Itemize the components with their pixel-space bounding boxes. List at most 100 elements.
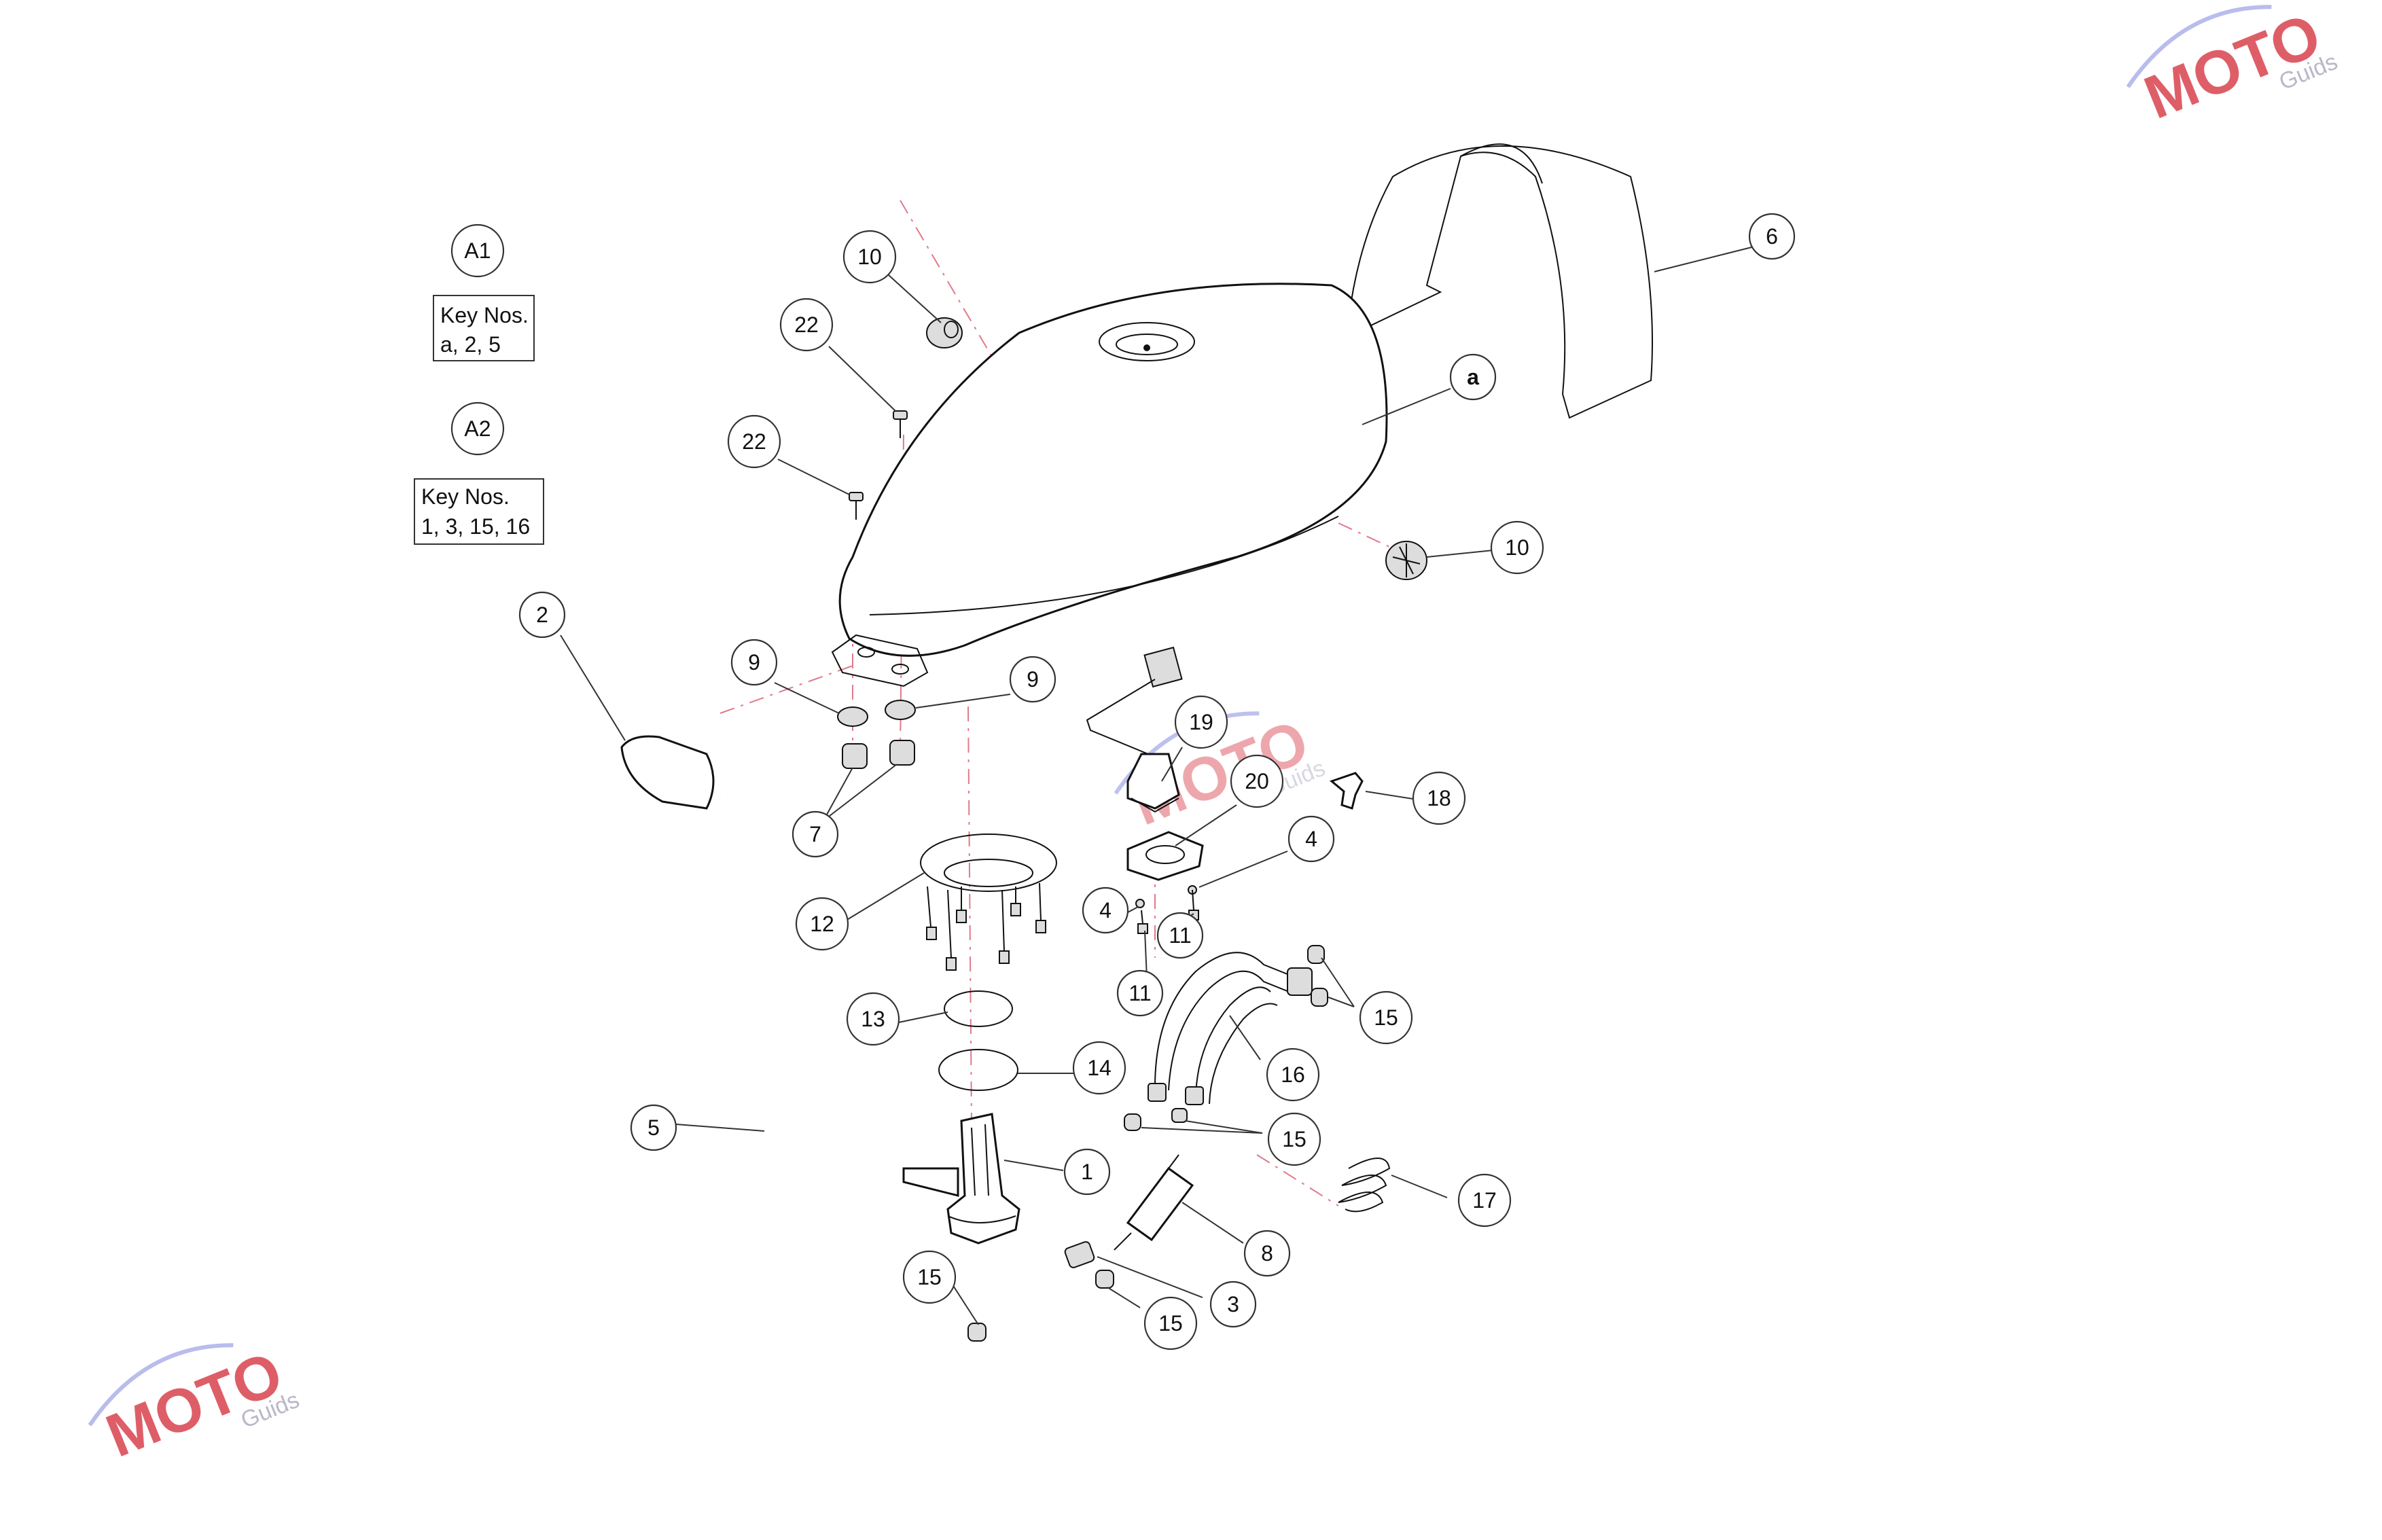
callout-label: 2 xyxy=(536,603,548,627)
key-group-a2: A2 Key Nos. 1, 3, 15, 16 xyxy=(414,401,544,545)
part-9-washer-left xyxy=(837,706,868,727)
part-9-washer-right xyxy=(885,700,916,720)
callout-11-left: 11 xyxy=(1116,969,1164,1017)
key-group-heading: Key Nos. xyxy=(421,484,510,509)
callout-label: 12 xyxy=(810,912,834,936)
callout-label: 3 xyxy=(1227,1292,1239,1317)
part-22-bolt-lower xyxy=(849,492,864,520)
callout-9-left: 9 xyxy=(730,639,778,686)
callout-10-top: 10 xyxy=(842,230,897,284)
callout-4-right: 4 xyxy=(1287,815,1335,863)
callout-3: 3 xyxy=(1209,1281,1257,1328)
callout-label: 4 xyxy=(1099,898,1112,923)
part-4-washer-left xyxy=(1135,899,1145,908)
callout-label: 11 xyxy=(1128,981,1151,1005)
callout-label: 7 xyxy=(809,822,821,846)
tank-bracket xyxy=(831,634,929,687)
part-19-level-sender xyxy=(1086,646,1183,813)
callout-label: 16 xyxy=(1281,1062,1305,1087)
key-group-id: A2 xyxy=(464,416,491,441)
callout-label: 17 xyxy=(1472,1188,1497,1213)
part-3-fuel-pipe xyxy=(1001,1241,1108,1330)
callout-8: 8 xyxy=(1243,1230,1291,1277)
callout-1: 1 xyxy=(1063,1148,1111,1196)
part-18-clip xyxy=(1329,772,1364,810)
callout-label: 4 xyxy=(1305,827,1317,851)
callout-label: 9 xyxy=(1027,667,1039,692)
callout-11-right: 11 xyxy=(1156,912,1204,959)
callout-5: 5 xyxy=(630,1104,677,1151)
part-10-grommet-right xyxy=(1385,541,1427,580)
callout-label: 15 xyxy=(1374,1005,1398,1030)
callout-label: 6 xyxy=(1766,224,1778,249)
callout-label: 15 xyxy=(1282,1127,1306,1151)
callout-13: 13 xyxy=(846,992,900,1046)
part-22-bolt-upper xyxy=(893,410,908,438)
part-11-screw-left xyxy=(1137,910,1148,934)
part-15-clamp-mid-b xyxy=(1171,1108,1188,1123)
callout-10-right: 10 xyxy=(1490,520,1544,575)
callout-15-left: 15 xyxy=(902,1250,957,1304)
part-12-flange-plate xyxy=(920,834,1057,971)
callout-label: 10 xyxy=(1505,535,1529,560)
callout-15-bottom: 15 xyxy=(1143,1296,1198,1350)
part-16-hose xyxy=(1148,952,1313,1105)
callout-2: 2 xyxy=(518,591,566,639)
key-group-id: A1 xyxy=(464,238,491,263)
callout-9-right: 9 xyxy=(1009,656,1056,703)
part-7-grommet-left xyxy=(842,743,868,769)
callout-label: 11 xyxy=(1169,923,1191,948)
part-6-cover xyxy=(1347,143,1653,419)
part-10-grommet-top xyxy=(926,317,963,348)
part-15-clamp-right-a xyxy=(1307,945,1325,964)
part-15-clamp-bottom xyxy=(1095,1270,1114,1289)
callout-label: 5 xyxy=(647,1115,660,1140)
callout-label: 8 xyxy=(1261,1241,1273,1266)
callout-15-right: 15 xyxy=(1359,990,1413,1045)
callout-label: 15 xyxy=(917,1265,942,1289)
key-group-items: a, 2, 5 xyxy=(440,332,501,357)
watermark-top-right: MOTO Guids xyxy=(2126,1,2341,132)
callout-17: 17 xyxy=(1457,1173,1512,1228)
callout-14: 14 xyxy=(1072,1041,1126,1095)
callout-22-top: 22 xyxy=(779,298,834,352)
part-2-pad xyxy=(620,735,715,810)
callout-22-low: 22 xyxy=(727,414,781,469)
callout-12: 12 xyxy=(795,897,849,951)
callout-6: 6 xyxy=(1748,213,1796,260)
callout-label: 19 xyxy=(1189,710,1213,734)
part-20-sender-plate xyxy=(1126,831,1204,881)
callout-label: 1 xyxy=(1081,1160,1093,1184)
callout-label: 22 xyxy=(794,312,819,337)
callout-label: 13 xyxy=(861,1007,885,1031)
part-17-spring-sleeve xyxy=(1338,1158,1391,1213)
part-15-clamp-mid-a xyxy=(1124,1113,1141,1131)
callout-label: 10 xyxy=(857,245,882,269)
part-15-clamp-left xyxy=(967,1323,986,1342)
callout-20: 20 xyxy=(1230,754,1284,808)
leader-lines xyxy=(560,246,1755,1325)
callout-18: 18 xyxy=(1412,771,1466,825)
callout-label: 20 xyxy=(1245,769,1269,793)
callout-16: 16 xyxy=(1266,1047,1320,1102)
callout-a: a xyxy=(1449,353,1497,401)
callout-15-mid: 15 xyxy=(1267,1112,1321,1166)
part-8-fuel-filter xyxy=(1114,1154,1194,1251)
callout-4-left: 4 xyxy=(1082,887,1129,934)
callout-19: 19 xyxy=(1174,695,1228,749)
key-group-a1: A1 Key Nos. a, 2, 5 xyxy=(433,223,535,361)
callout-label: a xyxy=(1467,365,1479,389)
key-group-heading: Key Nos. xyxy=(440,303,529,327)
part-14-o-ring xyxy=(938,1049,1018,1091)
callout-label: 18 xyxy=(1427,786,1451,810)
part-7-grommet-right xyxy=(889,740,915,766)
part-15-clamp-right-b xyxy=(1311,988,1328,1007)
key-group-items: 1, 3, 15, 16 xyxy=(421,514,530,539)
callout-7: 7 xyxy=(792,810,839,858)
part-a-fuel-tank xyxy=(838,283,1388,657)
part-1-fuel-pump xyxy=(902,1113,1020,1244)
callout-label: 9 xyxy=(748,650,760,675)
callout-label: 14 xyxy=(1087,1056,1112,1080)
callout-label: 15 xyxy=(1158,1311,1183,1336)
